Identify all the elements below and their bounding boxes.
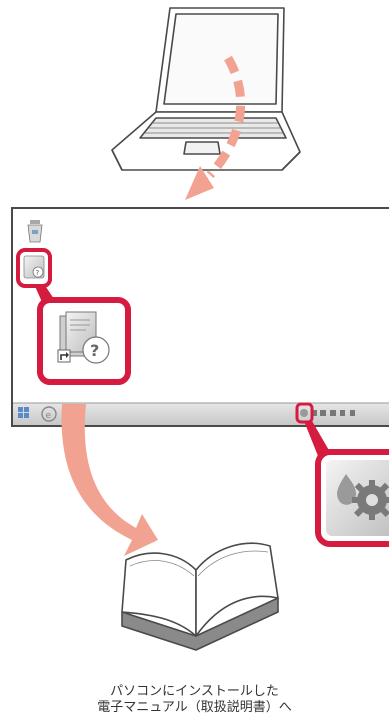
help-document-callout: ?: [40, 300, 128, 382]
recycle-bin-icon: [28, 220, 42, 242]
laptop-icon: [112, 8, 300, 170]
manual-shortcut-icon: ?: [24, 256, 44, 278]
open-book-icon: [122, 543, 278, 650]
caption-line-2: 電子マニュアル（取扱説明書）へ: [0, 700, 389, 716]
dashed-arrow-head: [185, 166, 214, 200]
settings-gear-icon: [352, 480, 389, 520]
caption-line-1: パソコンにインストールした: [0, 684, 389, 700]
settings-callout: [318, 452, 389, 544]
tray-settings-icon: [300, 409, 308, 417]
svg-text:?: ?: [36, 269, 40, 277]
svg-text:e: e: [46, 411, 52, 421]
svg-text:?: ?: [90, 341, 99, 360]
